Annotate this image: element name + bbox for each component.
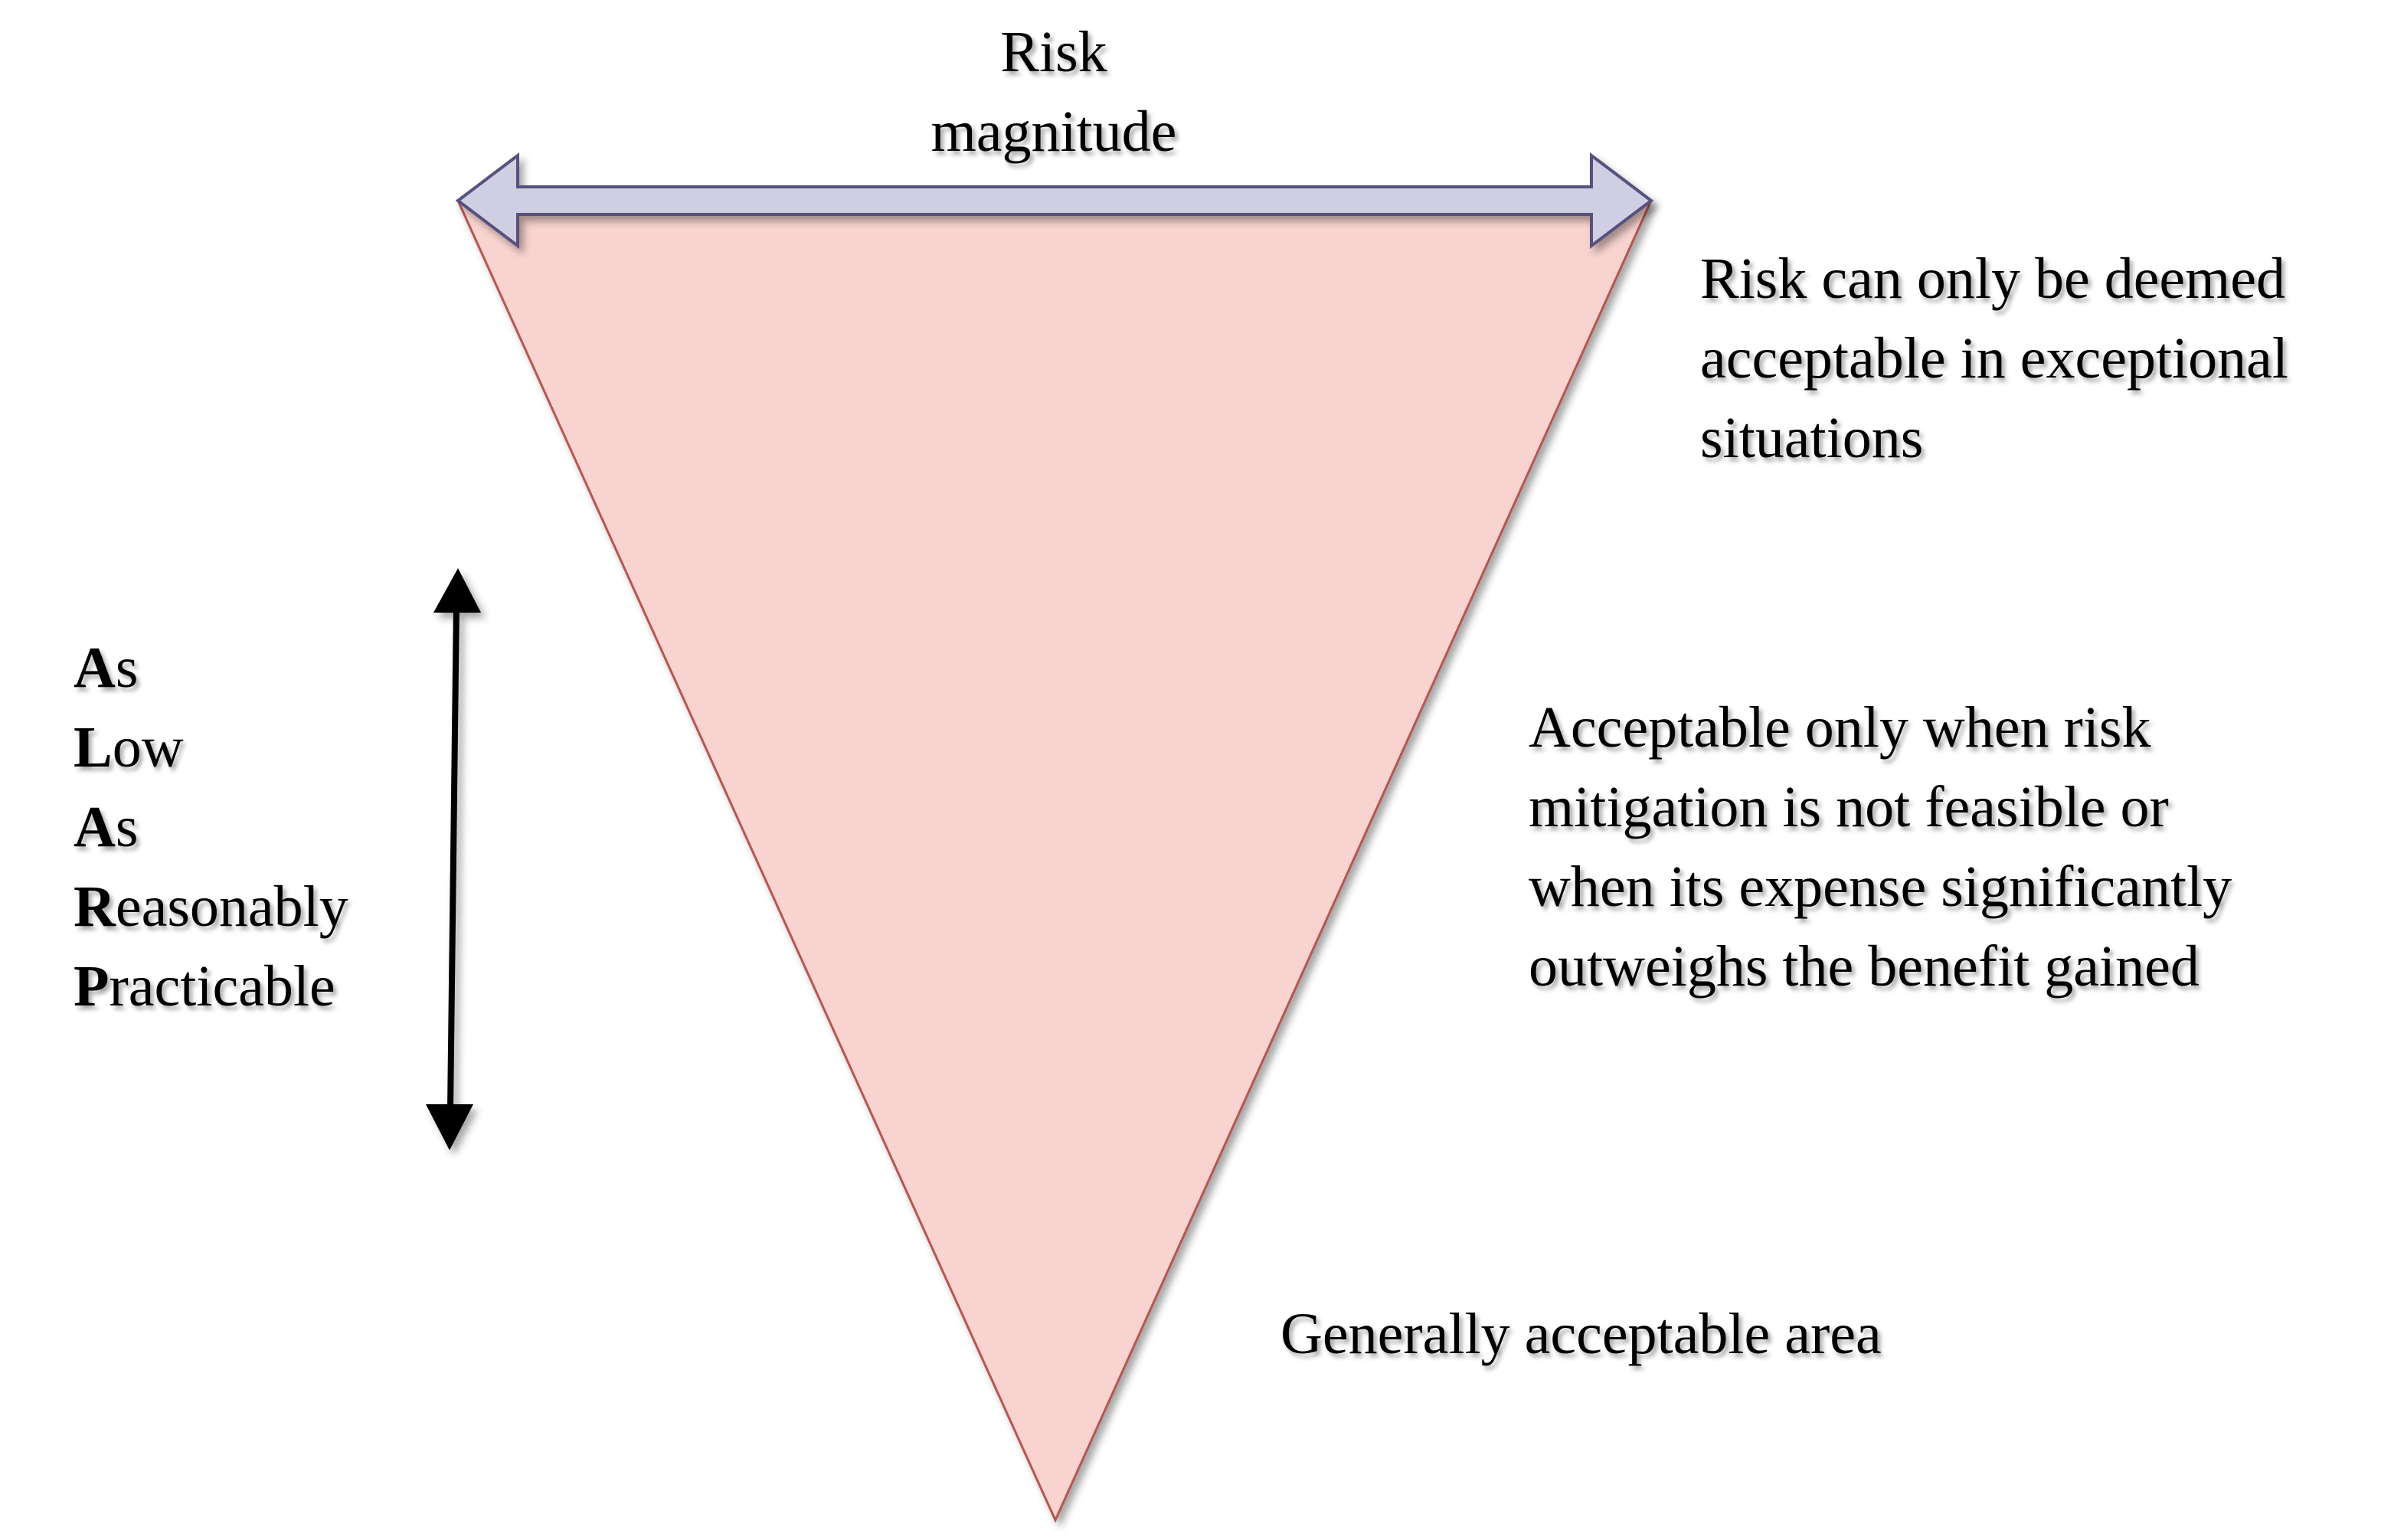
unacceptable-note-line: acceptable in exceptional: [1700, 326, 2289, 391]
risk-magnitude-label: Risk magnitude: [901, 12, 1207, 172]
risk-magnitude-label-line: magnitude: [930, 100, 1177, 164]
alarp-note-line: mitigation is not feasible or: [1529, 775, 2169, 839]
acronym-rest: ow: [112, 715, 184, 780]
acronym-rest: racticable: [109, 954, 335, 1018]
acronym-initial: A: [74, 636, 116, 700]
acronym-rest: s: [115, 795, 139, 859]
alarp-acronym: As Low As Reasonably Practicable: [74, 628, 348, 1026]
unacceptable-note-line: Risk can only be deemed: [1700, 247, 2286, 311]
risk-magnitude-arrow-icon: [455, 152, 1654, 250]
acronym-rest: s: [115, 636, 139, 700]
acronym-initial: L: [74, 715, 113, 780]
unacceptable-region-note: Risk can only be deemed acceptable in ex…: [1700, 239, 2288, 478]
alarp-region-note: Acceptable only when risk mitigation is …: [1529, 688, 2232, 1006]
acronym-row: Practicable: [74, 947, 348, 1026]
acronym-initial: P: [74, 954, 110, 1018]
acronym-row: As: [74, 628, 348, 708]
acronym-initial: R: [74, 875, 116, 939]
acronym-initial: A: [74, 795, 116, 859]
alarp-note-line: Acceptable only when risk: [1529, 695, 2151, 760]
risk-magnitude-label-line: Risk: [1000, 20, 1107, 84]
acronym-rest: easonably: [115, 875, 348, 939]
alarp-note-line: outweighs the benefit gained: [1529, 934, 2199, 999]
acceptable-region-note: Generally acceptable area: [1280, 1302, 1882, 1366]
alarp-range-arrow-icon: [426, 568, 481, 1150]
acronym-row: As: [74, 787, 348, 867]
acronym-row: Reasonably: [74, 867, 348, 947]
acronym-row: Low: [74, 708, 348, 787]
unacceptable-note-line: situations: [1700, 406, 1924, 470]
alarp-note-line: when its expense significantly: [1529, 855, 2232, 919]
